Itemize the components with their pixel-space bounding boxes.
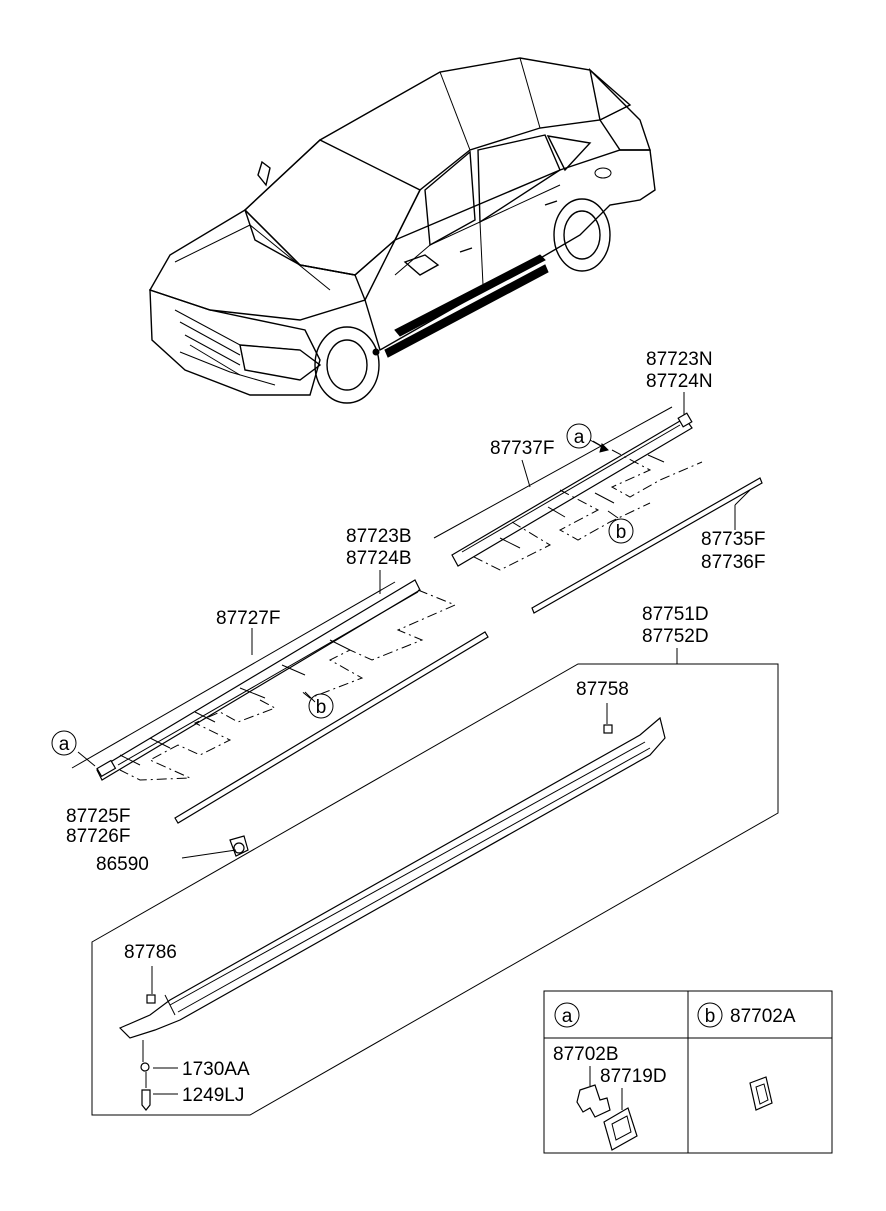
- legend-a-part2: 87719D: [600, 1066, 667, 1087]
- label-87723B: 87723B: [346, 526, 412, 547]
- label-87786: 87786: [124, 942, 177, 963]
- callout-a-lower: a: [51, 730, 77, 756]
- callout-b-upper: b: [608, 518, 634, 544]
- label-87736F: 87736F: [701, 552, 765, 573]
- label-87752D: 87752D: [642, 626, 709, 647]
- label-87725F: 87725F: [66, 806, 130, 827]
- car-illustration: [148, 57, 656, 404]
- upper-rear-moulding: [433, 406, 703, 571]
- label-87751D: 87751D: [642, 604, 709, 625]
- lower-front-moulding: [174, 631, 489, 824]
- legend-a-letter: a: [562, 1006, 573, 1027]
- lower-rear-moulding: [531, 477, 763, 614]
- fastener-86590: [229, 835, 249, 857]
- pad-87719D-icon: [603, 1088, 638, 1151]
- callout-b-lower: b: [308, 693, 334, 719]
- label-87724N: 87724N: [646, 371, 713, 392]
- label-87737F: 87737F: [490, 438, 554, 459]
- leader-lines: [77, 392, 751, 1095]
- callout-a-upper-text: a: [574, 427, 585, 448]
- clip-87702A-icon: [749, 1076, 773, 1111]
- side-sill-frame: [91, 663, 779, 1116]
- label-87724B: 87724B: [346, 548, 412, 569]
- label-86590: 86590: [96, 854, 149, 875]
- label-1730AA: 1730AA: [182, 1059, 250, 1080]
- legend-a-part1: 87702B: [553, 1044, 619, 1065]
- callout-b-lower-text: b: [316, 697, 327, 718]
- label-1249LJ: 1249LJ: [182, 1085, 244, 1106]
- label-87727F: 87727F: [216, 608, 280, 629]
- label-87758: 87758: [576, 679, 629, 700]
- label-87723N: 87723N: [646, 349, 713, 370]
- callout-a-lower-text: a: [59, 734, 70, 755]
- clip-87702B-icon: [576, 1066, 611, 1118]
- callout-a-upper: a: [566, 423, 592, 449]
- side-sill-moulding: [118, 716, 666, 1111]
- legend-b-part: 87702A: [730, 1006, 796, 1027]
- legend-table: a b 87702A 87702B 87719D: [543, 990, 833, 1154]
- upper-front-moulding: [71, 579, 457, 781]
- label-87726F: 87726F: [66, 826, 130, 847]
- legend-b-letter: b: [705, 1006, 716, 1027]
- label-87735F: 87735F: [701, 529, 765, 550]
- callout-b-upper-text: b: [616, 522, 627, 543]
